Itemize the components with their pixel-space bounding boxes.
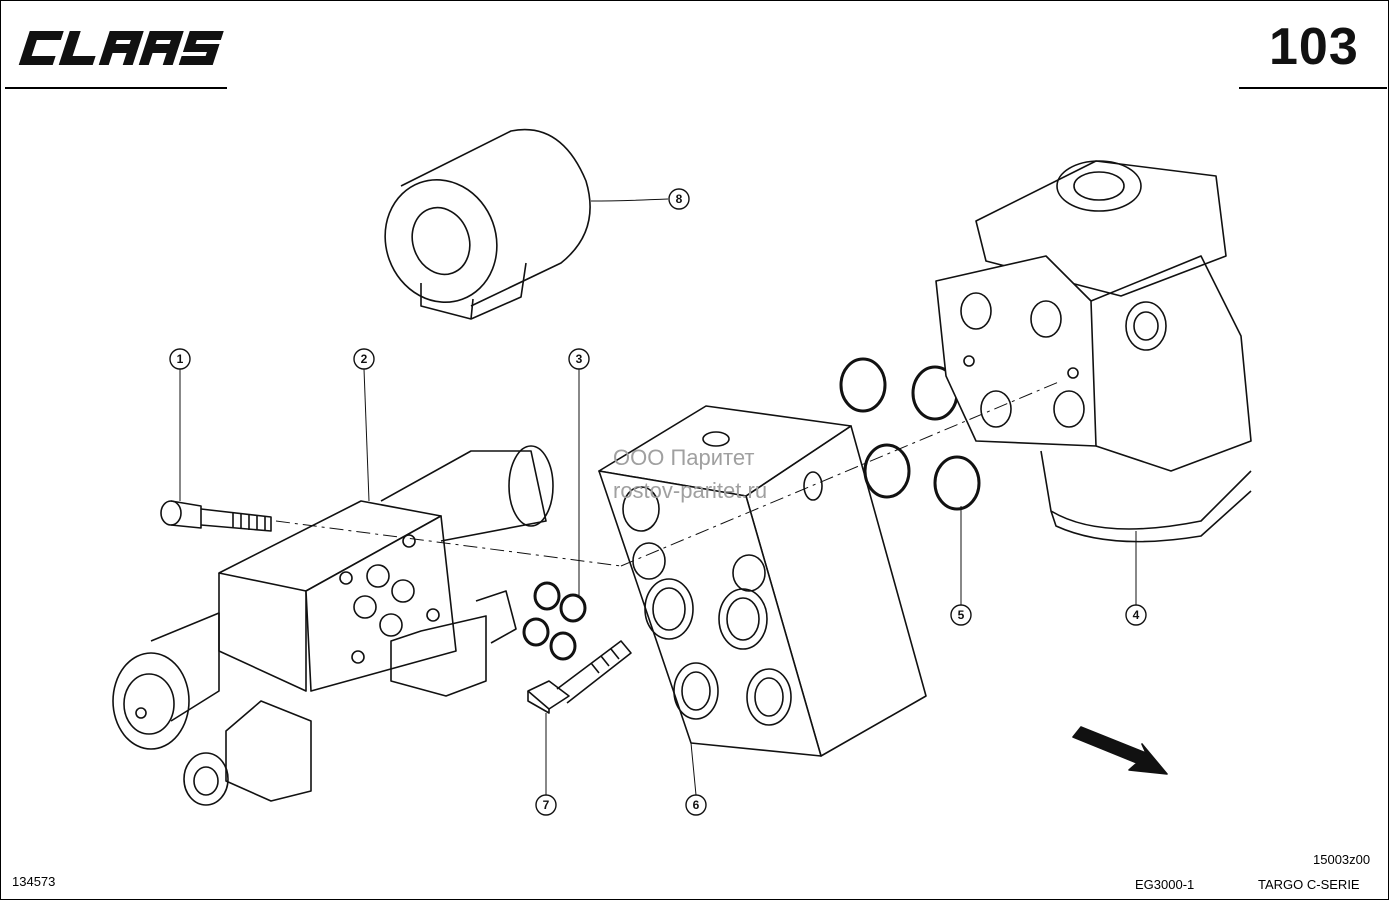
- watermark-site: rostov-paritet.ru: [613, 478, 768, 503]
- model-series: TARGO C-SERIE: [1258, 877, 1360, 892]
- part-2-valve-body: [112, 445, 554, 806]
- callout-3: 3: [568, 348, 590, 370]
- svg-text:7: 7: [543, 798, 550, 812]
- part-1-bolt: [160, 500, 272, 532]
- svg-text:5: 5: [958, 608, 965, 622]
- figure-reference: 15003z00: [1313, 852, 1371, 867]
- watermark: ООО Паритет rostov-paritet.ru: [613, 441, 767, 507]
- svg-text:3: 3: [576, 352, 583, 366]
- callout-8: 8: [668, 188, 690, 210]
- header-rule-left: [5, 87, 227, 89]
- callout-markers: 1 2 3 4 5 6 7: [169, 188, 1147, 816]
- page-number: 103: [1269, 18, 1359, 76]
- part-8-solenoid-coil: [384, 128, 591, 320]
- claas-logo: [18, 31, 224, 65]
- header-rule-right: [1239, 87, 1387, 89]
- part-6-adapter-block: [598, 405, 927, 757]
- callout-4: 4: [1125, 604, 1147, 626]
- callout-5: 5: [950, 604, 972, 626]
- svg-text:4: 4: [1133, 608, 1140, 622]
- watermark-company: ООО Паритет: [613, 445, 755, 470]
- group-code: EG3000-1: [1135, 877, 1195, 892]
- svg-text:6: 6: [693, 798, 700, 812]
- part-3-o-rings: [522, 581, 587, 661]
- direction-arrow: [1072, 726, 1168, 775]
- callout-7: 7: [535, 794, 557, 816]
- svg-text:2: 2: [361, 352, 368, 366]
- callout-2: 2: [353, 348, 375, 370]
- drawing-id: 134573: [12, 874, 56, 889]
- part-4-steering-unit: [935, 160, 1252, 543]
- callout-6: 6: [685, 794, 707, 816]
- svg-text:1: 1: [177, 352, 184, 366]
- svg-text:8: 8: [676, 192, 683, 206]
- part-7-bolt: [527, 640, 632, 714]
- callout-1: 1: [169, 348, 191, 370]
